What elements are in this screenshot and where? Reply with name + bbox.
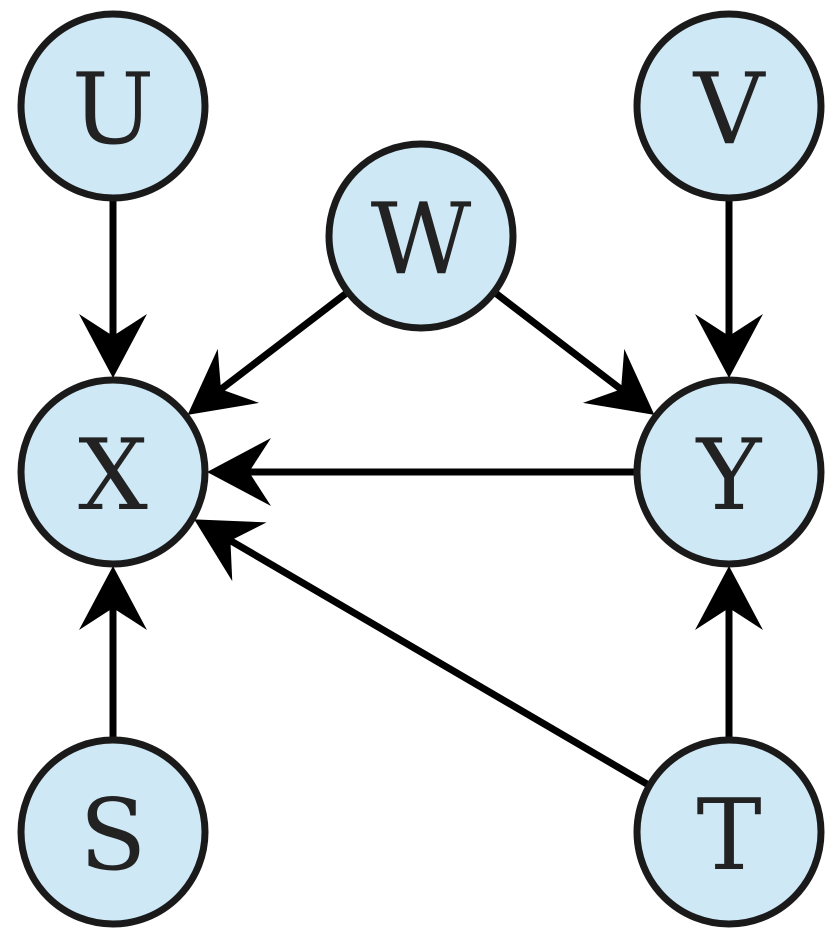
- node-circle: [325, 140, 517, 332]
- node-label: W: [371, 183, 472, 297]
- node-label: Y: [695, 419, 763, 533]
- edge-w-to-y: [491, 289, 655, 415]
- edge-y-to-x: [207, 438, 637, 506]
- edge-w-to-x: [187, 289, 351, 415]
- node-w: W: [325, 140, 517, 332]
- node-s: S: [17, 736, 209, 928]
- nodes-layer: U V W X Y S T: [17, 10, 825, 928]
- node-circle: [17, 10, 209, 202]
- edge-v-to-y: [695, 198, 763, 378]
- node-t: T: [633, 736, 825, 928]
- arrowhead: [187, 348, 260, 415]
- node-circle: [17, 736, 209, 928]
- edge-s-to-x: [79, 566, 147, 740]
- arrowhead: [695, 566, 763, 630]
- node-y: Y: [633, 376, 825, 568]
- node-label: T: [696, 779, 761, 893]
- node-circle: [17, 376, 209, 568]
- edge-line: [218, 289, 351, 393]
- node-label: X: [78, 419, 148, 533]
- node-u: U: [17, 10, 209, 202]
- edges-layer: [79, 198, 763, 789]
- edge-t-to-x: [194, 519, 652, 789]
- edge-line: [228, 537, 652, 789]
- node-circle: [633, 10, 825, 202]
- edge-t-to-y: [695, 566, 763, 740]
- node-circle: [633, 736, 825, 928]
- node-circle: [633, 376, 825, 568]
- arrowhead: [582, 348, 655, 415]
- node-label: S: [79, 779, 146, 893]
- arrowhead: [194, 519, 267, 582]
- arrowhead: [79, 314, 147, 378]
- edge-u-to-x: [79, 198, 147, 378]
- node-label: U: [72, 53, 155, 167]
- node-x: X: [17, 376, 209, 568]
- arrowhead: [79, 566, 147, 630]
- node-label: V: [693, 53, 767, 167]
- node-v: V: [633, 10, 825, 202]
- arrowhead: [207, 438, 271, 506]
- edge-line: [491, 289, 624, 393]
- arrowhead: [695, 314, 763, 378]
